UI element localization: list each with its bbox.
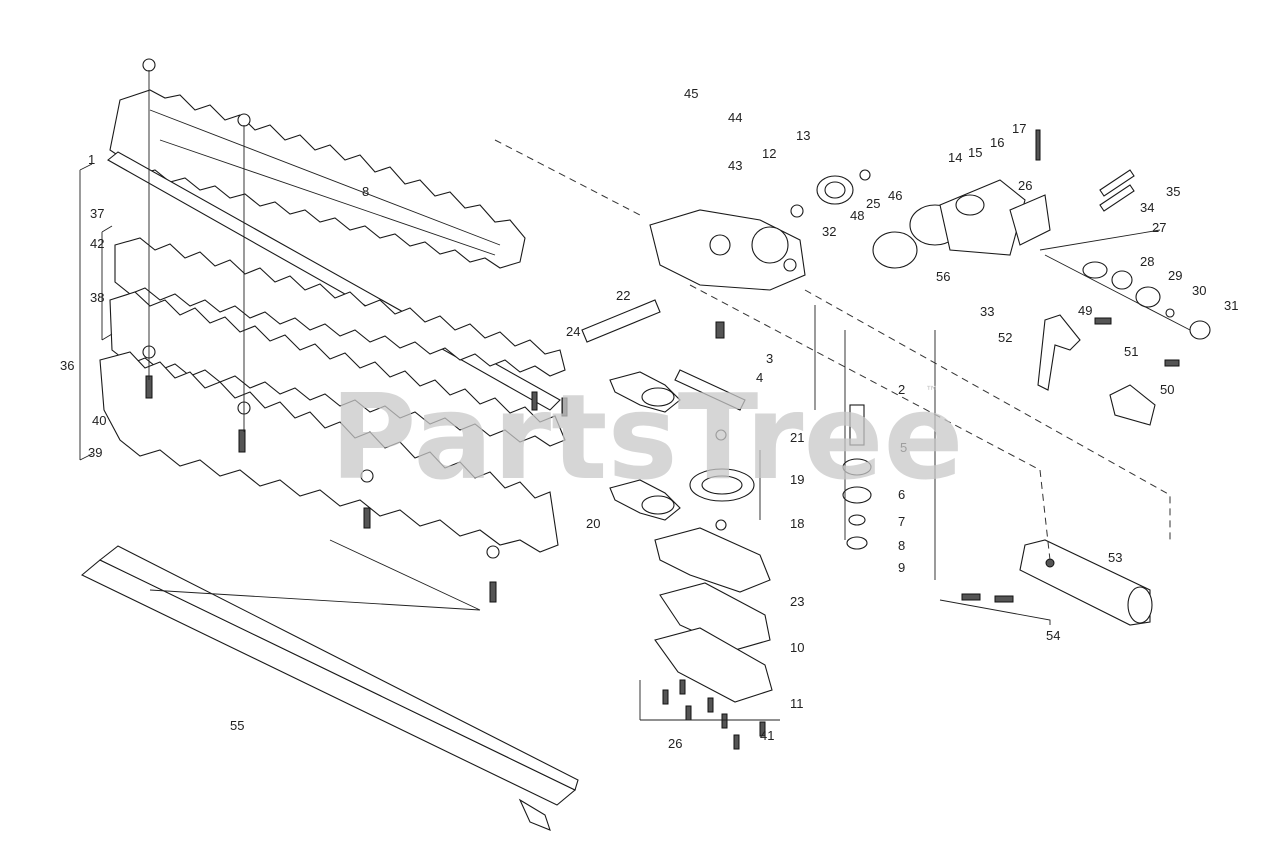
pinion-stack[interactable] — [715, 321, 872, 550]
callout-36: 36 — [60, 358, 74, 373]
callout-numbers: 1 37 42 38 36 40 39 8 55 45 44 43 13 12 … — [60, 86, 1238, 751]
callout-10: 10 — [790, 640, 804, 655]
callout-34: 34 — [1140, 200, 1154, 215]
callout-23: 23 — [790, 594, 804, 609]
callout-25: 25 — [866, 196, 880, 211]
callout-55: 55 — [230, 718, 244, 733]
callout-26: 26 — [1018, 178, 1032, 193]
large-gear[interactable] — [689, 429, 755, 531]
gear-plate[interactable] — [609, 371, 681, 521]
blade-guard[interactable] — [80, 545, 579, 831]
callout-24: 24 — [566, 324, 580, 339]
callout-1: 1 — [88, 152, 95, 167]
middle-blade[interactable] — [114, 237, 566, 377]
bearing-cup[interactable] — [790, 169, 871, 218]
callout-38: 38 — [90, 290, 104, 305]
callout-28: 28 — [1140, 254, 1154, 269]
callout-22: 22 — [616, 288, 630, 303]
gear-case[interactable] — [649, 209, 806, 291]
callout-44: 44 — [728, 110, 742, 125]
callout-26-bottom: 26 — [668, 736, 682, 751]
lower-blade[interactable] — [109, 291, 566, 447]
callout-17: 17 — [1012, 121, 1026, 136]
center-brackets — [639, 305, 936, 721]
callout-11: 11 — [790, 696, 804, 711]
callout-39: 39 — [88, 445, 102, 460]
callout-49: 49 — [1078, 303, 1092, 318]
callout-14: 14 — [948, 150, 962, 165]
support-tube[interactable] — [1019, 539, 1153, 626]
callout-50: 50 — [1160, 382, 1174, 397]
callout-45: 45 — [684, 86, 698, 101]
callout-8-blade: 8 — [362, 184, 369, 199]
callout-53: 53 — [1108, 550, 1122, 565]
callout-12: 12 — [762, 146, 776, 161]
callout-46: 46 — [888, 188, 902, 203]
callout-20: 20 — [586, 516, 600, 531]
callout-48: 48 — [850, 208, 864, 223]
clutch-housing[interactable] — [872, 179, 1051, 269]
spacer-plate[interactable] — [674, 369, 746, 411]
callout-13: 13 — [796, 128, 810, 143]
callout-7: 7 — [898, 514, 905, 529]
blade-bolts — [142, 58, 568, 603]
watermark-logo: PartsTree — [330, 368, 964, 506]
watermark-trademark: ™ — [925, 384, 939, 400]
callout-6: 6 — [898, 487, 905, 502]
callout-32: 32 — [822, 224, 836, 239]
callout-37: 37 — [90, 206, 104, 221]
callout-43: 43 — [728, 158, 742, 173]
handle-bracket[interactable] — [1037, 314, 1180, 426]
watermark: PartsTree ™ — [330, 368, 964, 506]
callout-51: 51 — [1124, 344, 1138, 359]
callout-8: 8 — [898, 538, 905, 553]
callout-18: 18 — [790, 516, 804, 531]
gasket-cover[interactable] — [654, 527, 773, 703]
callout-31: 31 — [1224, 298, 1238, 313]
cover-screws — [662, 679, 766, 750]
callout-21: 21 — [790, 430, 804, 445]
callout-54: 54 — [1046, 628, 1060, 643]
callout-30: 30 — [1192, 283, 1206, 298]
callout-41: 41 — [760, 728, 774, 743]
callout-5: 5 — [900, 440, 907, 455]
callout-15: 15 — [968, 145, 982, 160]
upper-blade[interactable] — [109, 89, 526, 269]
callout-56: 56 — [936, 269, 950, 284]
callout-29: 29 — [1168, 268, 1182, 283]
callout-16: 16 — [990, 135, 1004, 150]
callout-4: 4 — [756, 370, 763, 385]
dashed-guides — [494, 139, 1171, 561]
callout-35: 35 — [1166, 184, 1180, 199]
bottom-blade[interactable] — [99, 351, 559, 553]
tube-screws — [961, 593, 1014, 603]
left-brackets — [79, 163, 481, 611]
right-brackets — [939, 229, 1191, 625]
callout-3: 3 — [766, 351, 773, 366]
callout-33: 33 — [980, 304, 994, 319]
callout-40: 40 — [92, 413, 106, 428]
callout-2: 2 — [898, 382, 905, 397]
callout-9: 9 — [898, 560, 905, 575]
shaft-pin[interactable] — [581, 299, 661, 343]
callout-27: 27 — [1152, 220, 1166, 235]
callout-52: 52 — [998, 330, 1012, 345]
drive-shaft-parts[interactable] — [1035, 129, 1211, 340]
callout-19: 19 — [790, 472, 804, 487]
callout-42: 42 — [90, 236, 104, 251]
